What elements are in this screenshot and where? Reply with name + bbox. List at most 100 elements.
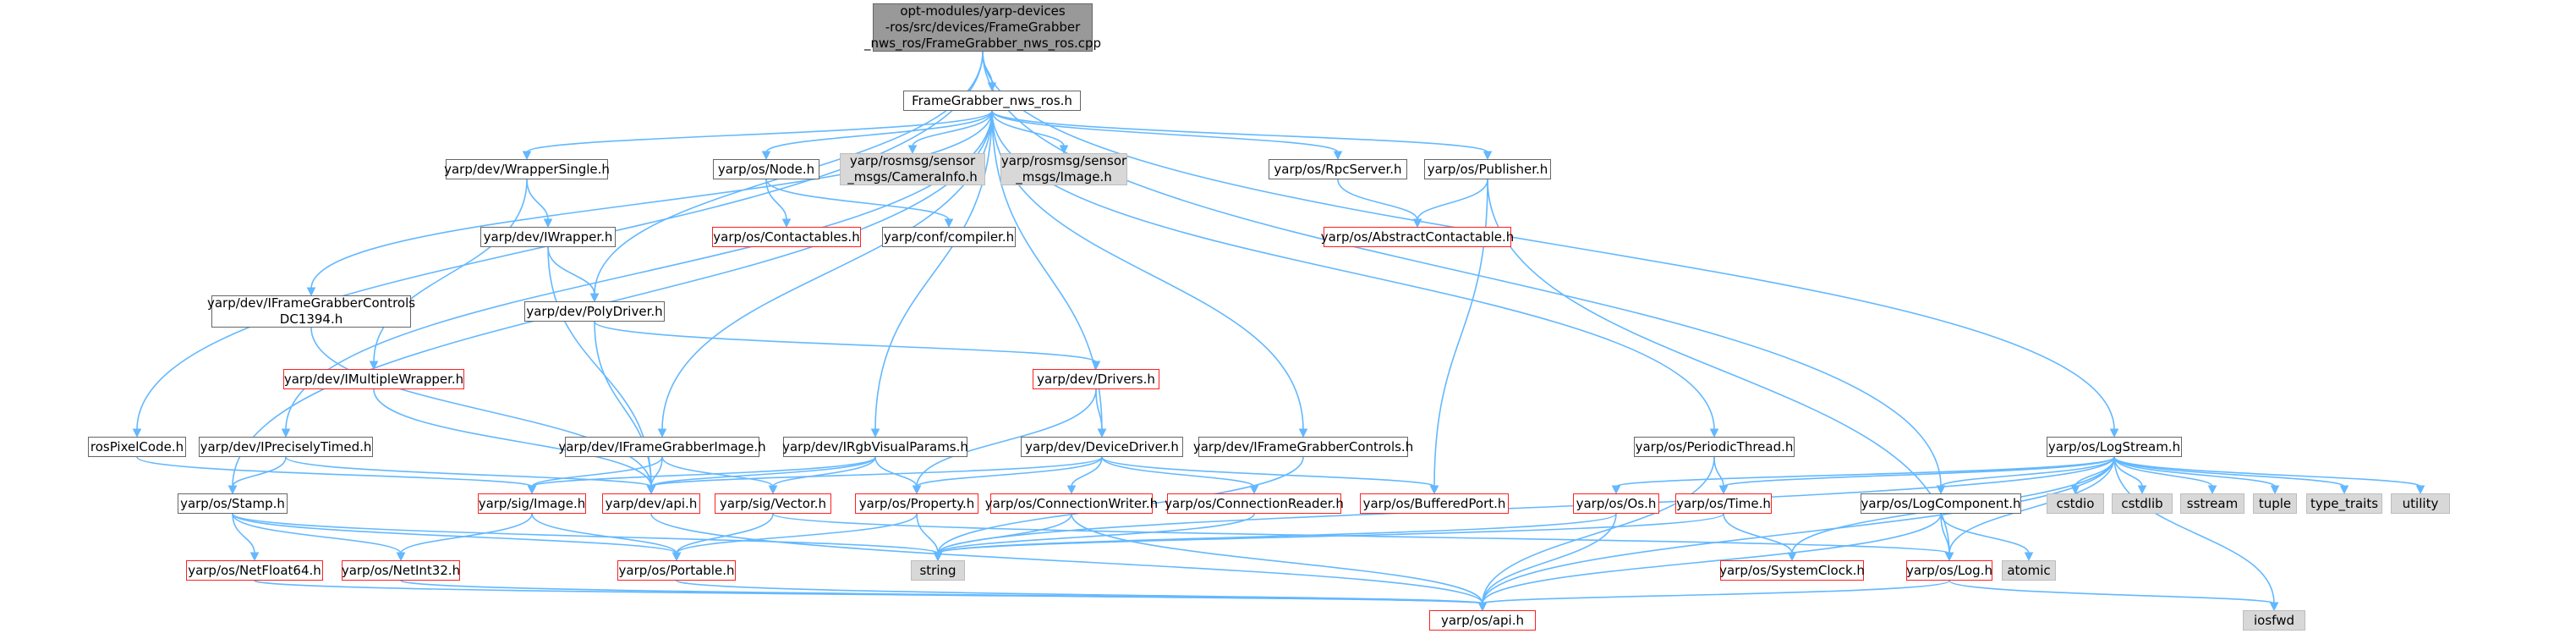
node-logstream[interactable]: yarp/os/LogStream.h — [2047, 437, 2182, 457]
arrowhead-node-contactables — [781, 218, 792, 229]
node-pub[interactable]: yarp/os/Publisher.h — [1424, 159, 1551, 179]
arrowhead-stamp-nf64 — [249, 552, 260, 562]
arrowhead-fgh-perthread — [1709, 428, 1719, 438]
node-iprecise[interactable]: yarp/dev/IPreciselyTimed.h — [199, 437, 373, 457]
node-node[interactable]: yarp/os/Node.h — [713, 159, 819, 179]
arrowhead-wsingle-imultiwrap — [369, 361, 379, 371]
node-devdrv[interactable]: yarp/dev/DeviceDriver.h — [1021, 437, 1183, 457]
edge-logstream-sstream — [2113, 456, 2213, 488]
node-polydrv[interactable]: yarp/dev/PolyDriver.h — [524, 301, 665, 322]
node-logcomp[interactable]: yarp/os/LogComponent.h — [1861, 493, 2021, 514]
node-rospix[interactable]: rosPixelCode.h — [88, 437, 186, 457]
edge-root-logcomp — [982, 51, 1942, 488]
node-caminfo[interactable]: yarp/rosmsg/sensor _msgs/CameraInfo.h — [840, 153, 985, 185]
node-string[interactable]: string — [911, 560, 965, 581]
node-sstream[interactable]: sstream — [2180, 493, 2244, 514]
node-ifgctrl[interactable]: yarp/dev/IFrameGrabberControls.h — [1193, 437, 1413, 457]
node-ni32[interactable]: yarp/os/NetInt32.h — [342, 560, 460, 581]
node-irgb[interactable]: yarp/dev/IRgbVisualParams.h — [782, 437, 968, 457]
edge-irgb-devapi — [650, 456, 876, 488]
node-portable[interactable]: yarp/os/Portable.h — [617, 560, 736, 581]
arrowhead-devdrv-property — [912, 485, 922, 495]
edge-ifgimage-devapi — [650, 456, 663, 488]
node-drivers[interactable]: yarp/dev/Drivers.h — [1033, 369, 1159, 389]
node-compiler[interactable]: yarp/conf/compiler.h — [882, 227, 1016, 247]
node-nf64[interactable]: yarp/os/NetFloat64.h — [186, 560, 323, 581]
edge-node-compiler — [765, 179, 950, 221]
edge-rospix-sigimage — [136, 456, 533, 488]
edge-wsingle-imultiwrap — [373, 179, 528, 363]
edge-fgh-node — [765, 110, 993, 153]
arrowhead-logstream-typetraits — [2339, 485, 2349, 495]
arrowhead-fgh-ifgctrl — [1298, 428, 1308, 438]
arrowhead-root-logstream — [2109, 428, 2119, 438]
edge-perthread-ostime — [1713, 456, 1724, 488]
edge-logstream-oslog — [1948, 456, 2115, 554]
node-perthread[interactable]: yarp/os/PeriodicThread.h — [1634, 437, 1795, 457]
edge-fgh-rpc — [991, 110, 1339, 153]
edge-logstream-ostime — [1723, 456, 2115, 488]
node-tuple[interactable]: tuple — [2253, 493, 2297, 514]
edge-logstream-utility — [2113, 456, 2421, 488]
node-utility[interactable]: utility — [2391, 493, 2450, 514]
arrowhead-devdrv-connwriter — [1066, 485, 1077, 495]
node-devapi[interactable]: yarp/dev/api.h — [602, 493, 700, 514]
edge-fgh-rosimg — [991, 110, 1065, 147]
arrowhead-fgh-wsingle — [522, 151, 532, 161]
node-bufport[interactable]: yarp/os/BufferedPort.h — [1360, 493, 1509, 514]
node-osapi[interactable]: yarp/os/api.h — [1429, 610, 1536, 631]
arrowhead-sigimage-ni32 — [396, 552, 406, 562]
node-contactables[interactable]: yarp/os/Contactables.h — [712, 227, 861, 247]
node-ifgimage[interactable]: yarp/dev/IFrameGrabberImage.h — [558, 437, 766, 457]
node-connwriter[interactable]: yarp/os/ConnectionWriter.h — [985, 493, 1158, 514]
node-rpc[interactable]: yarp/os/RpcServer.h — [1269, 159, 1407, 179]
edge-stamp-string — [232, 513, 939, 554]
node-iosfwd[interactable]: iosfwd — [2243, 610, 2305, 631]
node-oslog[interactable]: yarp/os/Log.h — [1906, 560, 1992, 581]
arrowhead-drivers-devdrv — [1097, 428, 1107, 438]
node-sysclock[interactable]: yarp/os/SystemClock.h — [1719, 560, 1865, 581]
node-ifgc1394[interactable]: yarp/dev/IFrameGrabberControls DC1394.h — [206, 295, 416, 328]
node-root[interactable]: opt-modules/yarp-devices -ros/src/device… — [863, 3, 1102, 52]
node-sigimage[interactable]: yarp/sig/Image.h — [478, 493, 586, 514]
arrowhead-fgh-rpc — [1333, 151, 1343, 161]
arrowhead-property-portable — [671, 552, 682, 562]
node-iwrapper[interactable]: yarp/dev/IWrapper.h — [480, 227, 616, 247]
node-wsingle[interactable]: yarp/dev/WrapperSingle.h — [444, 159, 610, 179]
edge-ifgimage-sigimage — [531, 456, 663, 488]
arrowhead-ostime-sysclock — [1787, 552, 1797, 562]
node-typetraits[interactable]: type_traits — [2306, 493, 2382, 514]
edge-fgh-wsingle — [526, 110, 993, 153]
node-cstdio[interactable]: cstdio — [2047, 493, 2104, 514]
arrowhead-logstream-sstream — [2207, 485, 2217, 495]
edge-pub-oslog — [1487, 179, 1950, 554]
node-connreader[interactable]: yarp/os/ConnectionReader.h — [1165, 493, 1344, 514]
node-ostime[interactable]: yarp/os/Time.h — [1675, 493, 1772, 514]
arrowhead-devdrv-bufport — [1429, 485, 1439, 495]
edge-fgh-pub — [991, 110, 1488, 153]
node-stamp[interactable]: yarp/os/Stamp.h — [178, 493, 288, 514]
node-sigvector[interactable]: yarp/sig/Vector.h — [715, 493, 831, 514]
edge-logstream-iosfwd — [2113, 456, 2275, 604]
arrowhead-iprecise-stamp — [227, 485, 238, 495]
edge-nf64-osapi — [254, 580, 1483, 604]
node-atomic[interactable]: atomic — [2002, 560, 2056, 581]
edge-connwriter-osapi — [1071, 513, 1483, 604]
edge-logstream-logcomp — [1940, 456, 2115, 488]
edge-polydrv-drivers — [594, 321, 1097, 363]
node-imultiwrap[interactable]: yarp/dev/IMultipleWrapper.h — [283, 369, 464, 389]
node-cstdlib[interactable]: cstdlib — [2112, 493, 2173, 514]
node-abscont[interactable]: yarp/os/AbstractContactable.h — [1321, 227, 1514, 247]
edge-osos-osapi — [1482, 513, 1617, 604]
edge-connwriter-string — [937, 513, 1072, 554]
edge-rpc-abscont — [1337, 179, 1418, 221]
node-osos[interactable]: yarp/os/Os.h — [1573, 493, 1659, 514]
arrowhead-irgb-sigimage — [527, 485, 537, 495]
edge-fgh-caminfo — [912, 110, 993, 147]
arrowhead-oslog-iosfwd — [2269, 602, 2279, 612]
node-rosimg[interactable]: yarp/rosmsg/sensor _msgs/Image.h — [1000, 153, 1127, 185]
arrowhead-logstream-logcomp — [1936, 485, 1946, 495]
node-property[interactable]: yarp/os/Property.h — [855, 493, 978, 514]
node-fgh[interactable]: FrameGrabber_nws_ros.h — [903, 91, 1081, 111]
